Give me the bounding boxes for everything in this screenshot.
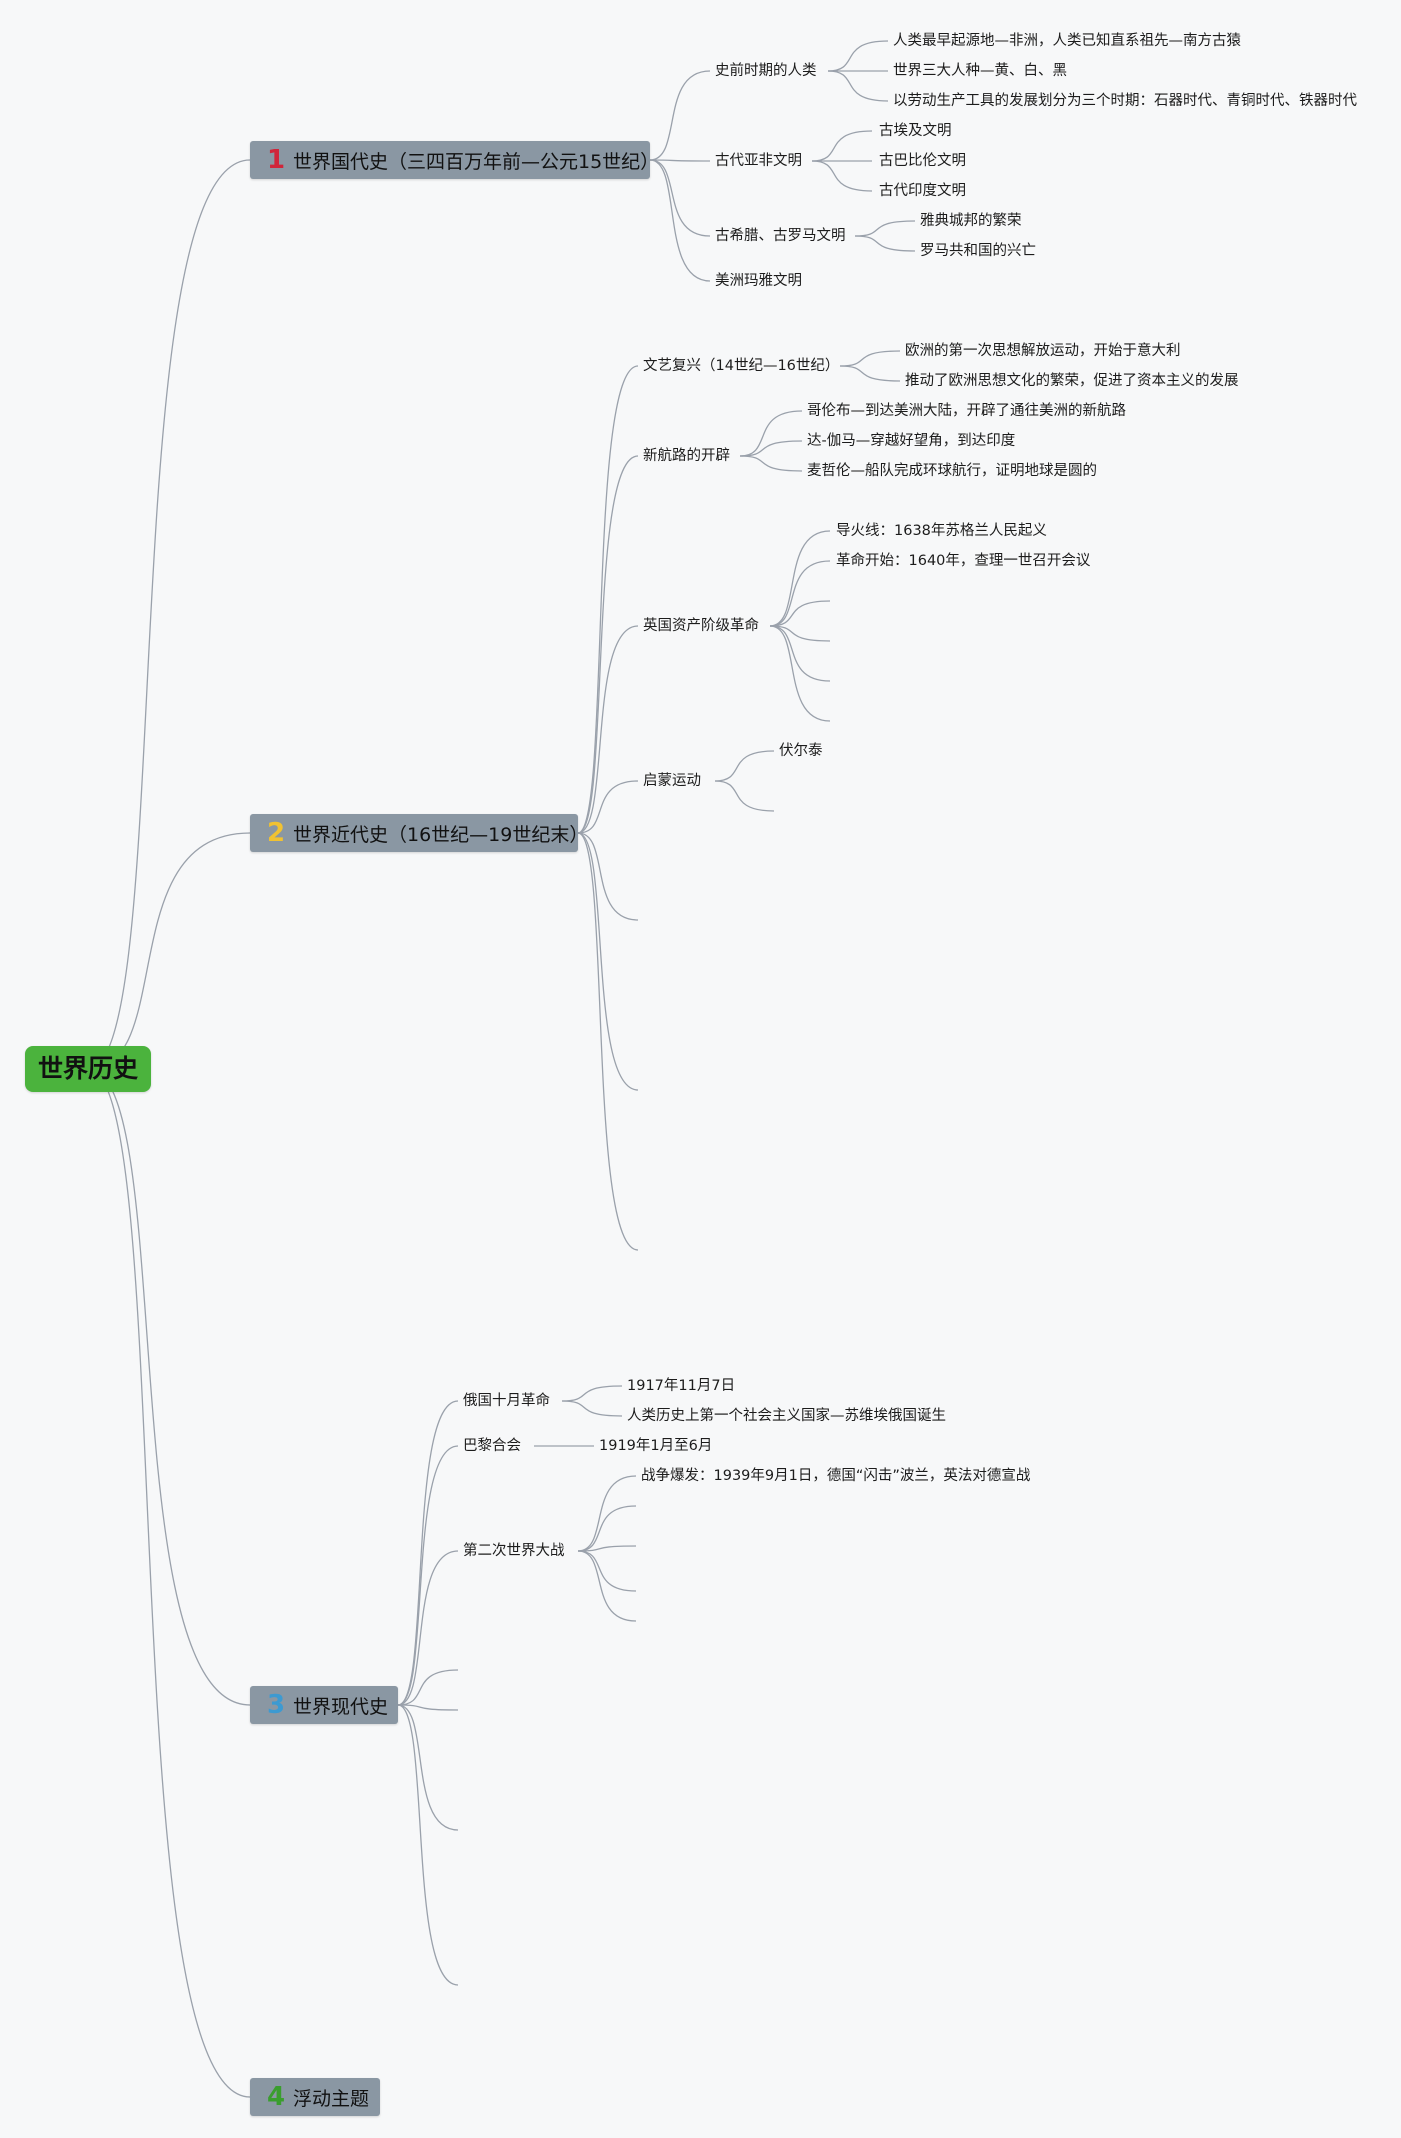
connector-line: [397, 1400, 459, 1706]
branch-label: 世界国代史（三四百万年前—公元15世纪）: [293, 151, 660, 173]
branch-modern-history[interactable]: 2 世界近代史（16世纪—19世纪末）: [250, 814, 588, 852]
topic-english-revolution[interactable]: 英国资产阶级革命: [643, 618, 759, 634]
connector-line: [839, 365, 901, 382]
connector-line: [397, 1704, 459, 1711]
topic-leaf[interactable]: 古埃及文明: [879, 123, 952, 139]
topic-greece-rome[interactable]: 古希腊、古罗马文明: [715, 228, 846, 244]
topic-leaf[interactable]: 哥伦布—到达美洲大陆，开辟了通往美洲的新航路: [807, 403, 1126, 419]
topic-leaf[interactable]: 推动了欧洲思想文化的繁荣，促进了资本主义的发展: [905, 373, 1239, 389]
connector-line: [649, 159, 711, 162]
branch-label: 世界近代史（16世纪—19世纪末）: [293, 824, 589, 846]
connector-line: [714, 780, 775, 812]
branch-label: 世界现代史: [293, 1696, 389, 1718]
topic-world-war-ii[interactable]: 第二次世界大战: [463, 1543, 565, 1559]
connector-line: [739, 410, 803, 457]
connector-line: [714, 750, 775, 782]
connector-line: [561, 1385, 623, 1402]
connector-line: [577, 780, 639, 834]
connector-line: [854, 235, 916, 252]
topic-leaf[interactable]: 雅典城邦的繁荣: [920, 213, 1022, 229]
connector-line: [769, 625, 831, 642]
number-marker-4: 4: [267, 2082, 286, 2112]
connector-line: [397, 1704, 459, 1831]
connector-line: [769, 600, 831, 627]
connector-line: [649, 70, 711, 161]
topic-paris-conference[interactable]: 巴黎合会: [463, 1438, 521, 1454]
connector-line: [854, 220, 916, 237]
connector-line: [397, 1445, 459, 1706]
connector-line: [811, 160, 873, 192]
topic-leaf[interactable]: 古巴比伦文明: [879, 153, 966, 169]
branch-ancient-history[interactable]: 1 世界国代史（三四百万年前—公元15世纪）: [250, 141, 659, 179]
topic-leaf[interactable]: 战争爆发：1939年9月1日，德国“闪击”波兰，英法对德宣战: [641, 1468, 1031, 1484]
topic-leaf[interactable]: 世界三大人种—黄、白、黑: [893, 63, 1067, 79]
topic-new-sea-routes[interactable]: 新航路的开辟: [643, 448, 730, 464]
connector-line: [811, 130, 873, 162]
topic-leaf[interactable]: 达-伽马—穿越好望角，到达印度: [807, 433, 1016, 449]
connector-line: [577, 625, 639, 834]
topic-leaf[interactable]: 导火线：1638年苏格兰人民起义: [836, 523, 1047, 539]
connector-line: [769, 625, 831, 682]
number-marker-1: 1: [267, 145, 286, 175]
connector-line: [87, 1068, 251, 1706]
topic-leaf[interactable]: 欧洲的第一次思想解放运动，开始于意大利: [905, 343, 1181, 359]
topic-prehistoric-humans[interactable]: 史前时期的人类: [715, 63, 817, 79]
topic-leaf[interactable]: 麦哲伦—船队完成环球航行，证明地球是圆的: [807, 463, 1097, 479]
topic-enlightenment[interactable]: 启蒙运动: [643, 773, 701, 789]
topic-leaf[interactable]: 1917年11月7日: [627, 1378, 736, 1394]
connector-line: [397, 1669, 459, 1706]
connector-line: [397, 1704, 459, 1986]
branch-label: 浮动主题: [293, 2088, 370, 2110]
connector-line: [827, 70, 889, 102]
topic-maya[interactable]: 美洲玛雅文明: [715, 273, 802, 289]
connector-line: [577, 1505, 637, 1552]
connector-line: [577, 832, 639, 1251]
connector-line: [561, 1400, 623, 1417]
branch-floating-topic[interactable]: 4 浮动主题: [250, 2078, 380, 2116]
connector-line: [577, 1550, 637, 1592]
connector-line: [649, 159, 711, 237]
topic-renaissance[interactable]: 文艺复兴（14世纪—16世纪）: [643, 358, 840, 374]
topic-leaf[interactable]: 革命开始：1640年，查理一世召开会议: [836, 553, 1091, 569]
topic-leaf[interactable]: 罗马共和国的兴亡: [920, 243, 1036, 259]
connector-line: [577, 832, 639, 1091]
connector-line: [739, 455, 803, 472]
connector-line: [577, 1550, 637, 1622]
connector-line: [577, 455, 639, 834]
connector-line: [769, 625, 831, 722]
number-marker-3: 3: [267, 1690, 286, 1720]
topic-leaf[interactable]: 人类最早起源地—非洲，人类已知直系祖先—南方古猿: [893, 33, 1241, 49]
connector-line: [87, 159, 251, 1070]
connector-line: [739, 440, 803, 457]
connector-line: [87, 1068, 251, 2098]
topic-leaf[interactable]: 1919年1月至6月: [599, 1438, 713, 1454]
topic-leaf[interactable]: 古代印度文明: [879, 183, 966, 199]
topic-october-revolution[interactable]: 俄国十月革命: [463, 1393, 550, 1409]
branch-contemporary-history[interactable]: 3 世界现代史: [250, 1686, 398, 1724]
number-marker-2: 2: [267, 818, 286, 848]
connector-line: [397, 1550, 459, 1706]
connector-line: [769, 530, 831, 627]
connector-line: [827, 40, 889, 72]
connector-line: [577, 365, 639, 834]
connector-line: [577, 832, 639, 921]
connector-line: [839, 350, 901, 367]
topic-leaf[interactable]: 人类历史上第一个社会主义国家—苏维埃俄国诞生: [627, 1408, 946, 1424]
connector-line: [649, 159, 711, 282]
root-topic[interactable]: 世界历史: [25, 1046, 151, 1092]
topic-leaf[interactable]: 伏尔泰: [779, 743, 823, 759]
connector-line: [87, 832, 251, 1070]
connector-line: [769, 560, 831, 627]
connector-line: [577, 1545, 637, 1552]
connector-line: [577, 1475, 637, 1552]
topic-leaf[interactable]: 以劳动生产工具的发展划分为三个时期：石器时代、青铜时代、铁器时代: [893, 93, 1357, 109]
topic-ancient-asia-africa[interactable]: 古代亚非文明: [715, 153, 802, 169]
